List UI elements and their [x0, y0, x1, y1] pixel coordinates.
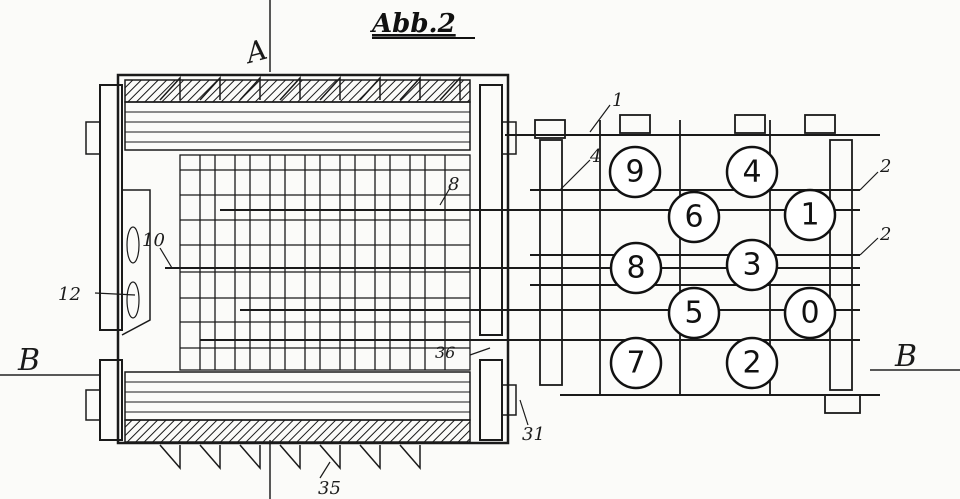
key-4[interactable]: 4 — [725, 145, 779, 199]
svg-text:8: 8 — [626, 251, 645, 286]
section-marker-b-right: B — [894, 339, 917, 374]
key-2[interactable]: 2 — [725, 336, 779, 390]
left-housing — [85, 73, 517, 445]
counting-bars — [179, 154, 471, 371]
ratchet-teeth-top — [159, 76, 461, 101]
key-1[interactable]: 1 — [783, 188, 837, 242]
svg-text:9: 9 — [625, 155, 644, 190]
ref-10: 10 — [142, 230, 165, 251]
ref-36: 36 — [435, 343, 455, 362]
svg-text:0: 0 — [800, 296, 819, 331]
svg-text:5: 5 — [684, 296, 703, 331]
section-marker-a: A — [240, 33, 271, 71]
keyboard-frame — [534, 114, 861, 414]
svg-text:7: 7 — [626, 346, 645, 381]
key-5[interactable]: 5 — [667, 286, 721, 340]
key-0[interactable]: 0 — [783, 286, 837, 340]
ratchet-teeth-bottom — [159, 444, 421, 471]
ref-4: 4 — [589, 146, 601, 167]
ref-2b: 2 — [879, 224, 891, 245]
number-keys: 9 4 6 1 8 3 5 0 7 2 — [608, 145, 837, 390]
ref-31: 31 — [522, 424, 545, 445]
key-3[interactable]: 3 — [725, 238, 779, 292]
ref-2a: 2 — [879, 156, 891, 177]
svg-text:3: 3 — [742, 248, 761, 283]
figure-title: Abb.2 — [369, 9, 456, 39]
ref-35: 35 — [318, 478, 341, 499]
key-6[interactable]: 6 — [667, 190, 721, 244]
svg-text:4: 4 — [742, 155, 761, 190]
ref-8: 8 — [448, 174, 459, 195]
svg-text:1: 1 — [800, 198, 819, 233]
svg-text:6: 6 — [684, 200, 703, 235]
ref-1: 1 — [612, 90, 623, 111]
key-9[interactable]: 9 — [608, 145, 662, 199]
key-7[interactable]: 7 — [609, 336, 663, 390]
svg-text:2: 2 — [742, 346, 761, 381]
ref-12: 12 — [58, 284, 81, 305]
key-8[interactable]: 8 — [609, 241, 663, 295]
reference-numerals — [94, 104, 879, 479]
section-marker-b-left: B — [17, 343, 40, 378]
